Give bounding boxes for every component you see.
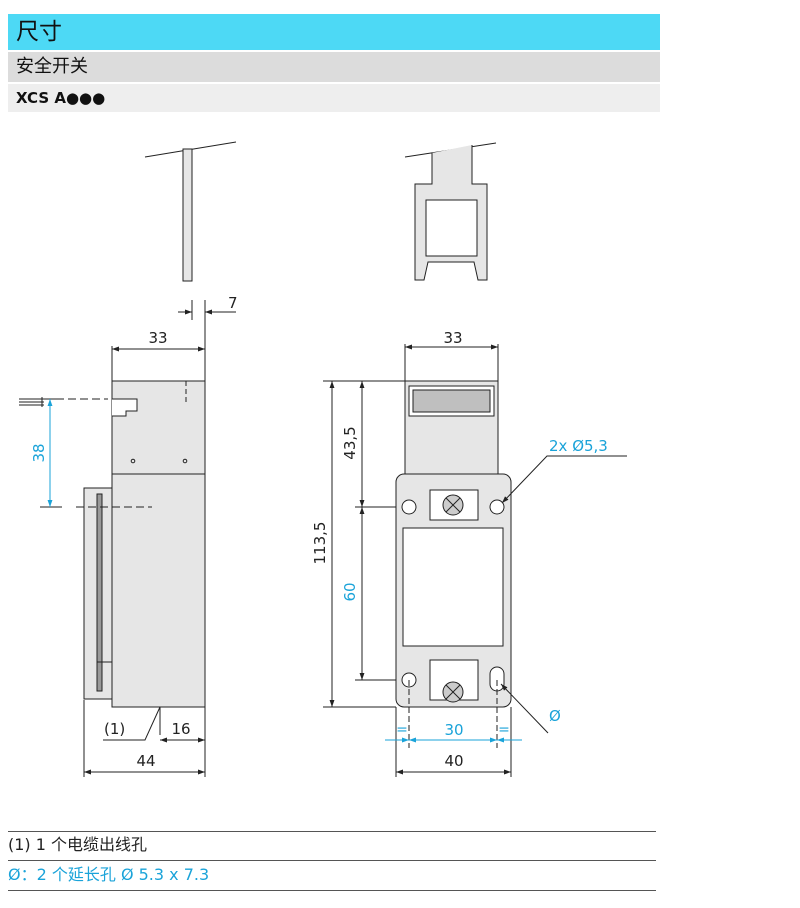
- cable-entry-label: (1): [104, 720, 125, 738]
- dim-flange: 16: [171, 720, 190, 738]
- dim-total-height: 113,5: [311, 522, 329, 565]
- dim-left-top-width: 33: [148, 329, 167, 347]
- dia-callout-leader: [500, 683, 549, 734]
- product-subtitle: 安全开关: [8, 52, 660, 82]
- dim-total-depth: 44: [136, 752, 155, 770]
- equal-mark-right: =: [498, 722, 510, 738]
- hole-callout-leader: [501, 455, 627, 504]
- key-slot: [112, 398, 138, 417]
- dim-hole-pitch: 30: [444, 721, 463, 739]
- note-slotted-holes: Ø：2 个延长孔 Ø 5.3 x 7.3: [8, 865, 210, 884]
- mounting-hole: [489, 499, 505, 515]
- note-divider: [8, 831, 656, 832]
- dim-right-top-width: 33: [443, 329, 462, 347]
- slotted-hole: [489, 666, 505, 692]
- dimension-drawing: 7 33 38 (1) 16 44: [19, 141, 627, 777]
- page-title: 尺寸: [8, 14, 660, 50]
- dim-key-thickness: 7: [228, 294, 238, 312]
- screw-dot: [130, 458, 136, 464]
- flange-edge: [96, 493, 103, 692]
- dim-upper-height: 43,5: [341, 426, 359, 459]
- head-slot-inner: [412, 389, 491, 413]
- switch-body: [111, 473, 206, 708]
- dim-body-width: 40: [444, 752, 463, 770]
- key-window: [425, 199, 478, 257]
- hole-callout: 2x Ø5,3: [549, 437, 608, 455]
- dia-callout: Ø: [549, 707, 561, 725]
- note-cable-entry: (1) 1 个电缆出线孔: [8, 835, 148, 854]
- key-tab-icon: [19, 397, 44, 407]
- bottom-fixing-plate: [429, 659, 479, 701]
- dim-offset: 38: [30, 443, 48, 462]
- screw-slot: [445, 497, 461, 513]
- switch-head: [111, 380, 206, 475]
- model-reference: XCS A●●●: [8, 84, 660, 112]
- screw-slot: [445, 684, 461, 700]
- note-divider: [8, 860, 656, 861]
- front-view-dimensions: [329, 344, 627, 775]
- note-divider: [8, 890, 656, 891]
- side-view-dimensions: [47, 309, 236, 775]
- key-blade: [182, 148, 193, 282]
- screw-dot: [182, 458, 188, 464]
- label-area: [402, 527, 504, 647]
- mounting-hole: [401, 499, 417, 515]
- cable-leader: [103, 706, 161, 741]
- side-view: [19, 141, 237, 777]
- dim-hole-spacing: 60: [341, 582, 359, 601]
- equal-mark-left: =: [396, 722, 408, 738]
- front-view: [323, 142, 512, 777]
